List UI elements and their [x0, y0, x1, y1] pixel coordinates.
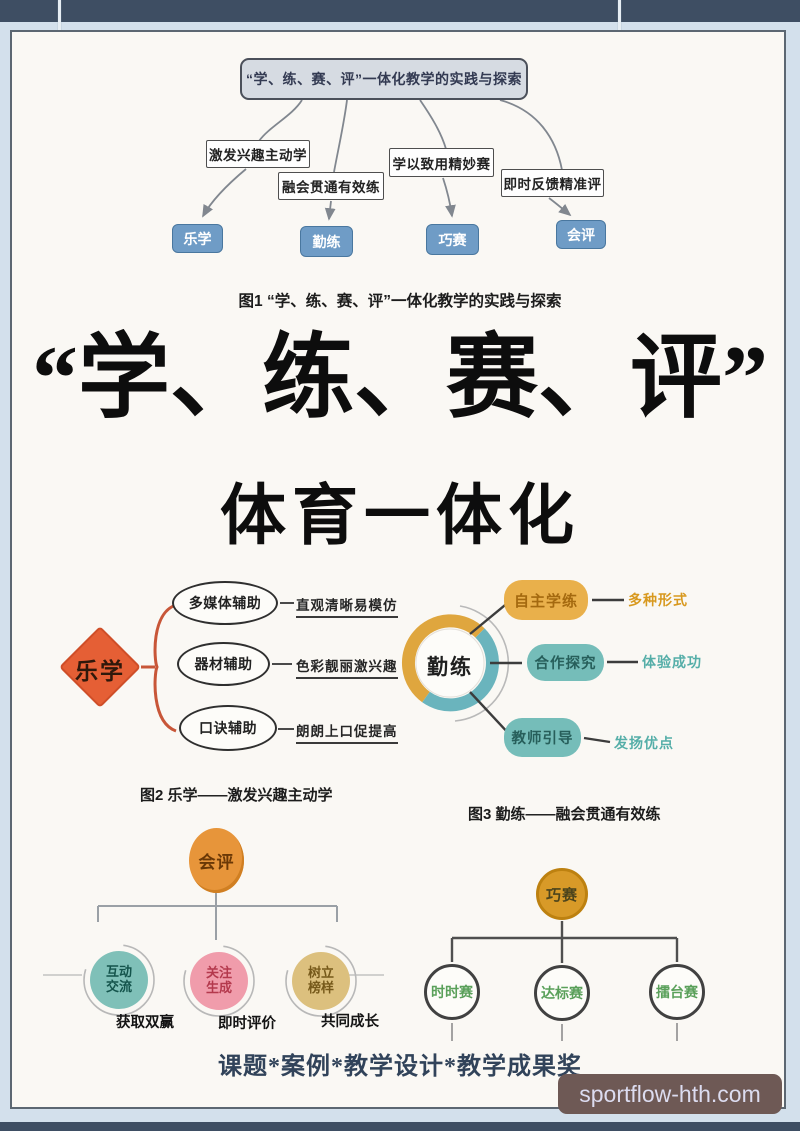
fig3-node-pill: 自主学练 [504, 580, 588, 620]
fig3-desc-label: 发扬优点 [614, 735, 674, 751]
huiping-node-circle: 互动交流 [90, 951, 148, 1009]
fig2-desc-label: 色彩靓丽激兴趣 [296, 655, 398, 679]
huiping-desc-label: 即时评价 [218, 1016, 276, 1032]
fig2-caption: 图2 乐学——激发兴趣主动学 [140, 787, 333, 804]
fig1-branch-box: 融会贯通有效练 [278, 172, 384, 200]
fig1-branch-box: 激发兴趣主动学 [206, 140, 310, 168]
fig1-caption: 图1 “学、练、赛、评”一体化教学的实践与探索 [238, 293, 562, 310]
fig2-node-ellipse: 器材辅助 [177, 642, 270, 686]
fig3-node-pill: 教师引导 [504, 718, 581, 757]
fig3-node-pill: 合作探究 [527, 644, 604, 681]
huiping-node-circle: 关注生成 [190, 952, 248, 1010]
huiping-node-label: 关注生成 [205, 965, 232, 995]
fig2-center-label: 乐学 [75, 658, 125, 684]
fig3-desc-label: 多种形式 [628, 592, 688, 608]
fig1-branch-box: 学以致用精妙赛 [389, 148, 494, 177]
fig2-desc-label: 直观清晰易模仿 [296, 594, 398, 618]
poster-title-line2: 体育一体化 [220, 480, 580, 553]
fig1-leaf-box: 巧赛 [426, 224, 479, 255]
fig1-branch-box: 即时反馈精准评 [501, 169, 604, 197]
bottom-frame-bar [0, 1122, 800, 1131]
fig1-leaf-box: 勤练 [300, 226, 353, 257]
fig3-caption: 图3 勤练——融会贯通有效练 [468, 806, 661, 823]
huiping-node-label: 互动交流 [105, 964, 132, 994]
fig2-node-ellipse: 口诀辅助 [179, 705, 277, 751]
fig1-leaf-box: 会评 [556, 220, 606, 249]
frame-divider-right [618, 0, 621, 33]
huiping-desc-label: 获取双赢 [116, 1015, 174, 1031]
poster-title-line1: “学、练、赛、评” [31, 327, 768, 429]
watermark-badge: sportflow-hth.com [558, 1074, 782, 1114]
fig1-root-box: “学、练、赛、评”一体化教学的实践与探索 [240, 58, 528, 100]
huiping-root-node: 会评 [189, 828, 244, 893]
frame-divider-left [58, 0, 61, 33]
qiaosai-root-node: 巧赛 [536, 868, 588, 920]
top-frame-bar [0, 0, 800, 22]
fig3-center-label: 勤练 [427, 656, 473, 679]
fig2-node-ellipse: 多媒体辅助 [172, 581, 278, 625]
huiping-desc-label: 共同成长 [321, 1014, 379, 1030]
huiping-node-label: 树立榜样 [307, 965, 334, 995]
fig2-desc-label: 朗朗上口促提高 [296, 720, 398, 744]
poster-panel [10, 30, 786, 1109]
qiaosai-node-circle: 擂台赛 [649, 964, 705, 1020]
qiaosai-node-circle: 达标赛 [534, 965, 590, 1021]
footer-banner-text: 课题*案例*教学设计*教学成果奖 [218, 1054, 582, 1080]
huiping-node-circle: 树立榜样 [292, 952, 350, 1010]
qiaosai-node-circle: 时时赛 [424, 964, 480, 1020]
fig3-desc-label: 体验成功 [642, 654, 702, 670]
fig1-leaf-box: 乐学 [172, 224, 223, 253]
